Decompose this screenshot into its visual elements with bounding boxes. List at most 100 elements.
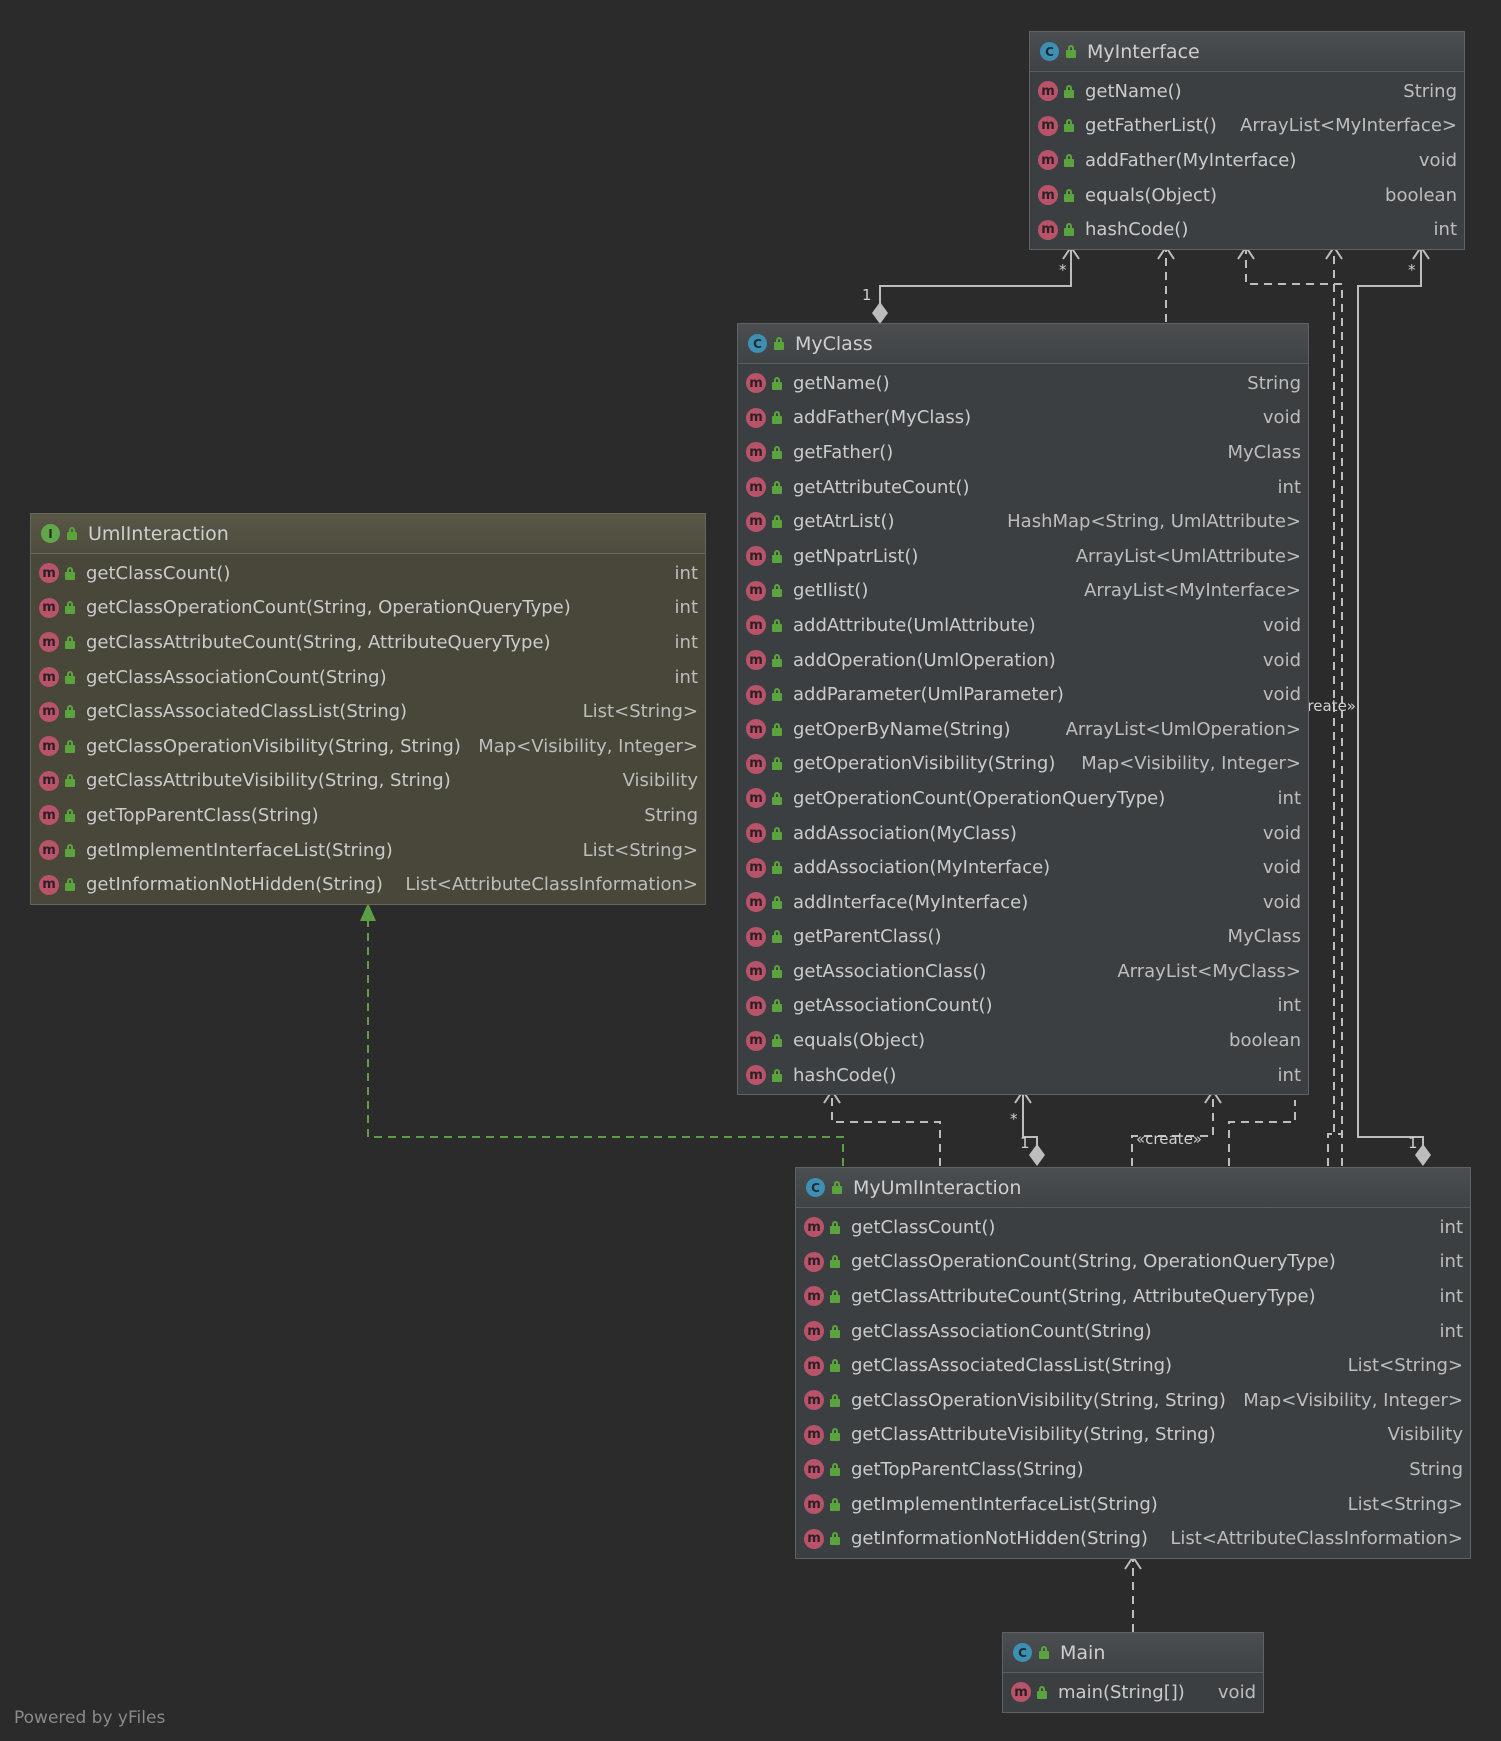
public-lock-icon [829,1532,841,1546]
method-return-type: int [674,631,698,653]
method-icon: m [804,1494,824,1515]
method-icon: m [746,857,766,878]
method-icon: m [1011,1682,1031,1703]
method-name: equals(Object) [793,1030,925,1052]
method-return-type: String [1403,80,1457,102]
composition-diamond [872,302,888,324]
method-name: hashCode() [1085,219,1189,241]
method-return-type: HashMap<String, UmlAttribute> [1007,511,1301,533]
method-return-type: MyClass [1227,441,1301,463]
node-title: UmlInteraction [88,522,229,545]
method-name: getClassCount() [86,562,231,584]
public-lock-icon [771,930,783,944]
method-icon: m [746,892,766,913]
public-lock-icon [829,1428,841,1442]
method-name: addAssociation(MyClass) [793,822,1017,844]
method-icon: m [39,701,59,722]
public-lock-icon [64,601,76,615]
method-name: getClassAssociationCount(String) [851,1320,1152,1342]
method-return-type: Map<Visibility, Integer> [478,735,698,757]
public-lock-icon [1065,45,1077,58]
method-return-type: Map<Visibility, Integer> [1081,753,1301,775]
method-name: getTopParentClass(String) [851,1458,1084,1480]
method-return-type: void [1262,684,1301,706]
class-icon: C [1040,42,1059,61]
method-return-type: int [1439,1285,1463,1307]
public-lock-icon [771,757,783,771]
method-name: addParameter(UmlParameter) [793,684,1064,706]
method-icon: m [39,840,59,861]
method-name: getClassAttributeCount(String, Attribute… [86,631,551,653]
public-lock-icon [829,1255,841,1269]
method-name: getNpatrList() [793,545,919,567]
method-icon: m [804,1251,824,1272]
public-lock-icon [771,999,783,1013]
method-name: addInterface(MyInterface) [793,891,1029,913]
method-return-type: ArrayList<MyInterface> [1240,115,1457,137]
method-icon: m [39,563,59,584]
public-lock-icon [771,445,783,459]
method-icon: m [39,770,59,791]
method-return-type: int [674,666,698,688]
public-lock-icon [64,635,76,649]
